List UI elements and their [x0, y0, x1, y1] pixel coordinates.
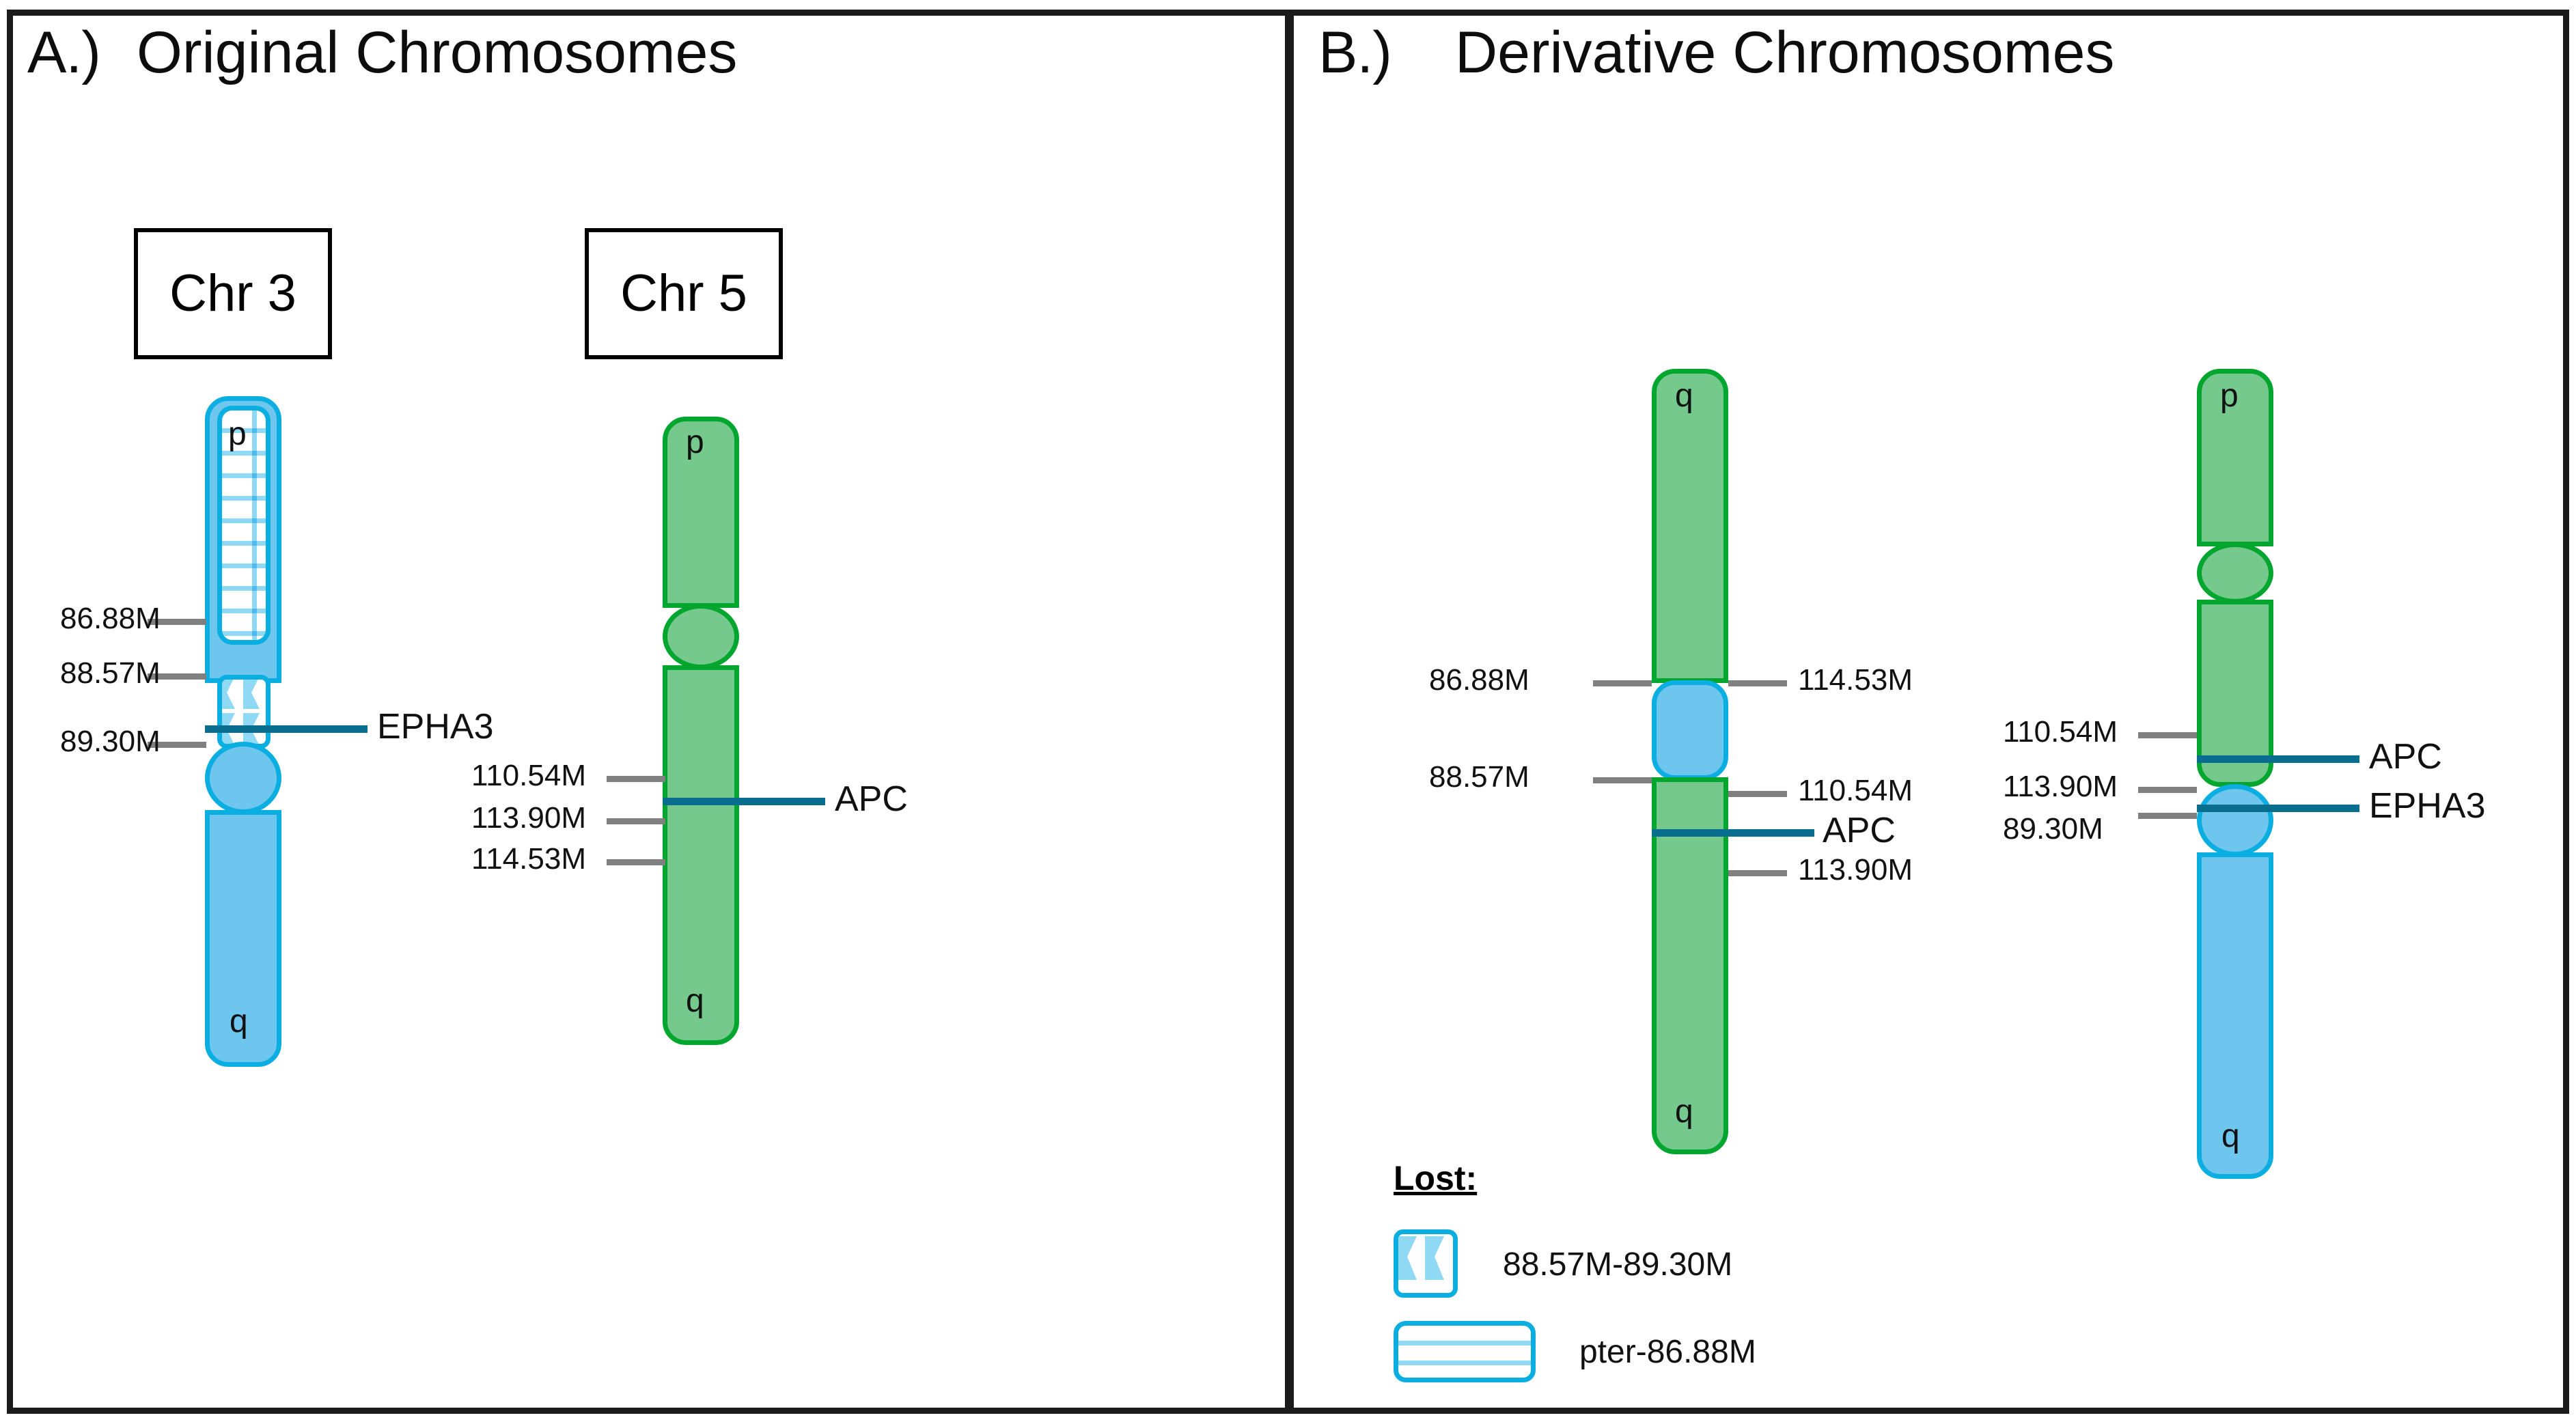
der1-tick-110-54: [1728, 791, 1787, 797]
der1-label-88-57: 88.57M: [1429, 760, 1529, 794]
chr3-name-box: Chr 3: [134, 228, 332, 359]
der2-q-label: q: [2221, 1118, 2240, 1154]
der2-apc-label: APC: [2369, 737, 2442, 777]
panel-b-frame: [1288, 10, 2569, 1414]
panel-a-letter: A.): [27, 20, 101, 85]
der2-green-centromere: [2197, 542, 2273, 604]
chr5-p-label: p: [686, 424, 704, 460]
chr5-label-110-54: 110.54M: [471, 759, 586, 792]
der2-tick-110-54: [2138, 732, 2197, 738]
der2-label-89-30: 89.30M: [2003, 812, 2103, 846]
chr5-apc-marker-line: [663, 798, 825, 805]
der1-tick-114-53: [1728, 680, 1787, 686]
chr3-label-88-57: 88.57M: [60, 656, 161, 690]
legend-title: Lost:: [1394, 1159, 1478, 1197]
der2-blue-centromere: [2197, 784, 2273, 856]
legend-label-brick: pter-86.88M: [1579, 1334, 1756, 1370]
chr5-p-arm: [663, 417, 739, 608]
der1-label-110-54: 110.54M: [1798, 774, 1913, 807]
der1-bottom-q-arm: [1652, 777, 1728, 1154]
chr3-epha3-marker-line: [205, 725, 368, 733]
chr5-q-label: q: [686, 983, 704, 1019]
chr5-tick-110-54: [607, 776, 665, 782]
der1-top-q-label: q: [1675, 378, 1693, 414]
legend-label-hourglass: 88.57M-89.30M: [1503, 1246, 1733, 1283]
der1-label-86-88: 86.88M: [1429, 663, 1529, 697]
der2-epha3-label: EPHA3: [2369, 786, 2486, 826]
panel-b-title: Derivative Chromosomes: [1455, 20, 2115, 85]
chr3-tick-89-30: [148, 742, 206, 748]
chr5-label-113-90: 113.90M: [471, 801, 586, 835]
der2-tick-113-90: [2138, 787, 2197, 793]
der1-apc-marker-line: [1652, 829, 1814, 837]
der1-label-114-53: 114.53M: [1798, 663, 1913, 697]
chr5-centromere: [663, 604, 739, 669]
chr3-q-arm: [205, 810, 281, 1067]
der2-tick-89-30: [2138, 813, 2197, 819]
der2-label-113-90: 113.90M: [2003, 770, 2118, 803]
chr3-epha3-label: EPHA3: [377, 707, 494, 747]
chr5-tick-114-53: [607, 859, 665, 865]
chr3-tick-88-57: [148, 673, 206, 680]
chr3-p-label: p: [228, 416, 247, 452]
der1-bottom-q-label: q: [1675, 1093, 1693, 1130]
der1-apc-label: APC: [1823, 811, 1896, 850]
chr5-apc-label: APC: [835, 779, 908, 819]
der2-q-arm: [2197, 852, 2273, 1179]
chr5-label-114-53: 114.53M: [471, 842, 586, 876]
der1-tick-88-57: [1593, 777, 1652, 783]
panel-a-title: Original Chromosomes: [137, 20, 738, 85]
chr3-tick-86-88: [148, 619, 206, 625]
panel-a-frame: [7, 10, 1291, 1414]
chr3-lost-brick-region: [217, 406, 271, 645]
chr3-lost-hourglass-region: [217, 675, 271, 749]
chr5-q-arm: [663, 665, 739, 1045]
der2-p-label: p: [2220, 378, 2239, 414]
der2-p-arm: [2197, 369, 2273, 546]
der1-tick-113-90: [1728, 870, 1787, 876]
chr3-label-89-30: 89.30M: [60, 725, 161, 758]
der1-top-q-arm: [1652, 369, 1728, 683]
chr3-centromere: [205, 742, 281, 814]
der1-tick-86-88: [1593, 680, 1652, 686]
der2-label-110-54: 110.54M: [2003, 715, 2118, 749]
legend-swatch-hourglass: [1394, 1229, 1458, 1298]
hourglass-pattern-icon: [1398, 1236, 1444, 1280]
der2-apc-marker-line: [2197, 755, 2359, 763]
chr3-name-label: Chr 3: [169, 264, 296, 322]
chr3-label-86-88: 86.88M: [60, 602, 161, 635]
chr5-tick-113-90: [607, 818, 665, 824]
chr3-q-label: q: [230, 1003, 248, 1040]
der1-blue-segment: [1652, 680, 1728, 780]
chr5-name-box: Chr 5: [585, 228, 783, 359]
legend-swatch-brick: [1394, 1321, 1536, 1382]
panel-b-letter: B.): [1318, 20, 1392, 85]
chr5-name-label: Chr 5: [620, 264, 747, 322]
der2-epha3-marker-line: [2197, 805, 2359, 812]
hourglass-pattern-icon: [222, 680, 260, 744]
der1-label-113-90: 113.90M: [1798, 853, 1913, 887]
